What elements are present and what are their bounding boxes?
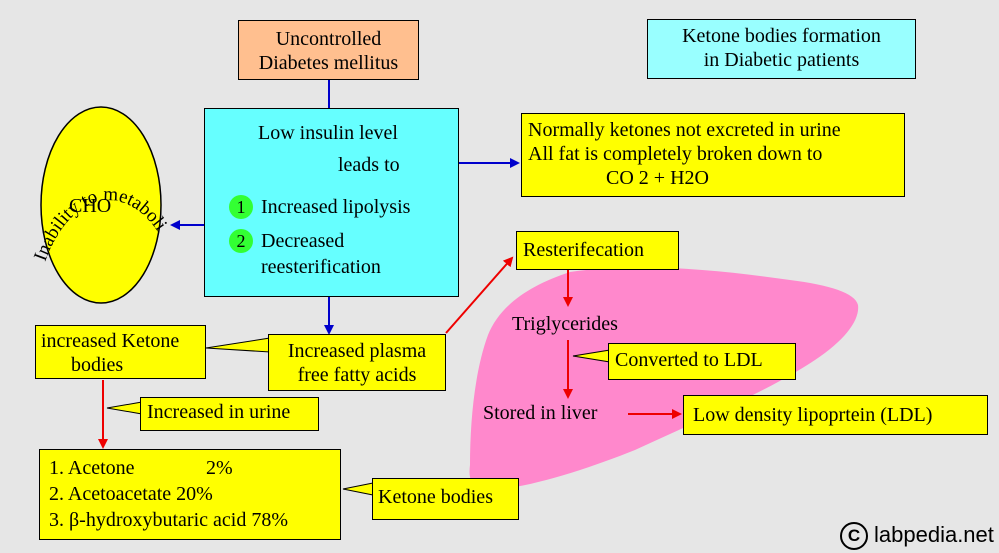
- converted-ldl-box: Converted to LDL: [608, 343, 796, 380]
- ldl-box: Low density lipoprtein (LDL): [683, 395, 988, 435]
- ketone-pct-2: 20%: [176, 483, 213, 505]
- insulin-line1: Low insulin level: [258, 122, 398, 144]
- ketone-name-1: 1. Acetone: [49, 457, 135, 479]
- stored-liver-label: Stored in liver: [483, 402, 598, 424]
- ketone-bodies-box: Ketone bodies: [372, 478, 519, 520]
- normal-box: Normally ketones not excreted in urine A…: [521, 113, 905, 197]
- callout-urine-pointer: [106, 401, 143, 415]
- ketone-pct-1: 2%: [206, 457, 233, 479]
- callout-ketone-bodies-pointer: [342, 482, 374, 496]
- ketone-increase-line1: increased Ketone: [41, 330, 180, 352]
- insulin-box: Low insulin level leads to 1 Increased l…: [204, 108, 459, 297]
- cause-line2: Diabetes mellitus: [258, 52, 399, 74]
- ketone-increase-line2: bodies: [71, 354, 124, 376]
- copyright-icon: C: [840, 522, 868, 551]
- urine-box: Increased in urine: [140, 397, 319, 431]
- ketone-pct-3: 78%: [251, 509, 289, 531]
- title-line2: in Diabetic patients: [703, 49, 860, 71]
- triglycerides-label: Triglycerides: [512, 313, 618, 335]
- cho-label: CHO: [69, 195, 112, 217]
- title-box: Ketone bodies formation in Diabetic pati…: [647, 19, 916, 79]
- ketone-increase-box: increased Ketone bodies: [35, 325, 206, 379]
- item1-number-badge: 1: [229, 195, 253, 219]
- ketone-list-row-1: 1. Acetone 2%: [49, 456, 340, 482]
- ffa-box: Increased plasma free fatty acids: [268, 334, 446, 391]
- ketone-list-box: 1. Acetone 2% 2. Acetoacetate 20% 3. β-h…: [39, 449, 341, 540]
- callout-ffa-pointer: [205, 337, 271, 353]
- item1-text: Increased lipolysis: [261, 196, 411, 218]
- ffa-line1: Increased plasma: [287, 340, 427, 362]
- resterification-box: Resterifecation: [516, 231, 679, 270]
- normal-line1: Normally ketones not excreted in urine: [528, 119, 841, 141]
- ketone-name-2: 2. Acetoacetate: [49, 483, 172, 505]
- cause-line1: Uncontrolled: [275, 28, 382, 50]
- insulin-line2: leads to: [338, 154, 400, 176]
- normal-line2: All fat is completely broken down to: [528, 143, 823, 165]
- item2-text-line1: Decreased: [261, 230, 345, 252]
- ketone-name-3: 3. β-hydroxybutaric acid: [49, 509, 247, 531]
- ketone-list-row-3: 3. β-hydroxybutaric acid 78%: [49, 508, 340, 534]
- ffa-line2: free fatty acids: [297, 364, 417, 386]
- item2-number-badge: 2: [229, 229, 253, 253]
- copyright-text: labpedia.net: [874, 522, 994, 547]
- cause-box: Uncontrolled Diabetes mellitus: [238, 20, 419, 80]
- cho-ellipse: [40, 106, 162, 304]
- normal-line3: CO 2 + H2O: [606, 167, 709, 189]
- item2-text-line2: reesterification: [261, 256, 381, 278]
- title-line1: Ketone bodies formation: [682, 25, 881, 47]
- arrow-ffa-to-resterification: [445, 256, 514, 334]
- ketone-list-row-2: 2. Acetoacetate 20%: [49, 482, 340, 508]
